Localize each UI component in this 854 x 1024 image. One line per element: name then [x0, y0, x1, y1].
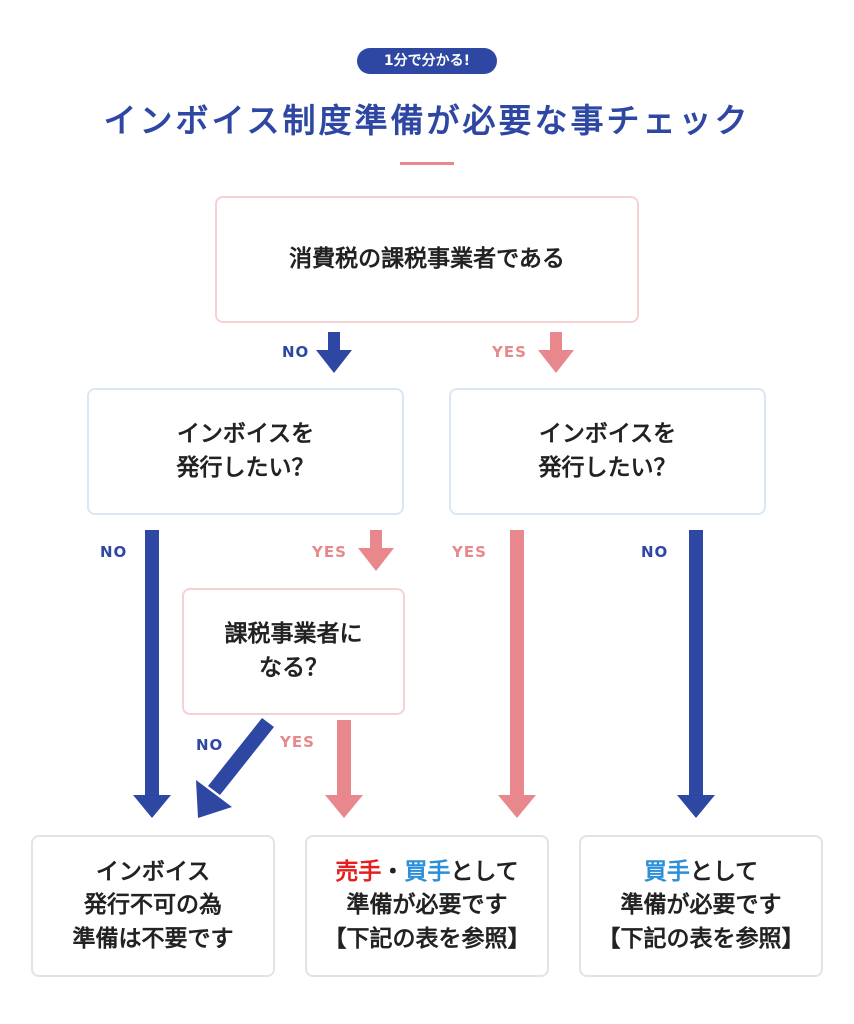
label-q1-no: NO — [282, 343, 310, 361]
buyer-text: 買手 — [404, 858, 451, 885]
result-line: 【下記の表を参照】 — [323, 925, 531, 952]
result-buyer-required: 買手として 準備が必要です 【下記の表を参照】 — [579, 835, 823, 977]
result-line: 発行不可の為 — [84, 892, 222, 919]
question-become-taxable: 課税事業者に なる？ — [182, 588, 405, 715]
result-line-1: 売手・買手として — [324, 856, 531, 889]
result-seller-buyer-required: 売手・買手として 準備が必要です 【下記の表を参照】 — [305, 835, 549, 977]
result-line: 準備が必要です — [346, 892, 508, 919]
result-line: 準備が必要です — [620, 892, 782, 919]
page-title: インボイス制度準備が必要な事チェック — [103, 101, 751, 140]
question-line: インボイスを — [176, 421, 315, 448]
seller-text: 売手 — [335, 858, 382, 885]
arrow-q3-yes — [325, 720, 363, 818]
question-line: 発行したい？ — [176, 454, 315, 481]
label-q2l-yes: YES — [312, 543, 347, 561]
label-q2r-no: NO — [641, 543, 669, 561]
arrow-q2r-no — [677, 530, 715, 818]
title-underline — [400, 162, 454, 165]
question-text: 消費税の課税事業者である — [289, 245, 565, 272]
arrow-q2r-yes — [498, 530, 536, 818]
result-line: 【下記の表を参照】 — [597, 925, 805, 952]
result-line-1: 買手として — [598, 856, 805, 889]
arrow-q2l-no — [133, 530, 171, 818]
arrow-q2l-yes — [358, 530, 394, 571]
separator-dot: ・ — [381, 858, 405, 885]
result-line-rest: として — [450, 858, 519, 885]
result-line: インボイス — [95, 858, 211, 885]
arrow-q3-no — [196, 718, 274, 818]
result-not-required: インボイス 発行不可の為 準備は不要です — [31, 835, 275, 977]
label-q3-yes: YES — [280, 733, 315, 751]
label-q1-yes: YES — [492, 343, 527, 361]
question-line: なる？ — [259, 654, 328, 681]
arrow-q1-yes — [538, 332, 574, 373]
question-issue-invoice-right: インボイスを 発行したい？ — [449, 388, 766, 515]
label-q2l-no: NO — [100, 543, 128, 561]
header-badge: 1分で分かる! — [357, 48, 497, 74]
result-line: 準備は不要です — [72, 925, 234, 952]
question-line: 課税事業者に — [224, 621, 363, 648]
label-q3-no: NO — [196, 736, 224, 754]
label-q2r-yes: YES — [452, 543, 487, 561]
arrow-q1-no — [316, 332, 352, 373]
buyer-text: 買手 — [643, 858, 690, 885]
question-taxable-business: 消費税の課税事業者である — [215, 196, 639, 323]
result-line-rest: として — [689, 858, 759, 885]
question-line: インボイスを — [538, 421, 677, 448]
question-line: 発行したい？ — [538, 454, 677, 481]
question-issue-invoice-left: インボイスを 発行したい？ — [87, 388, 404, 515]
